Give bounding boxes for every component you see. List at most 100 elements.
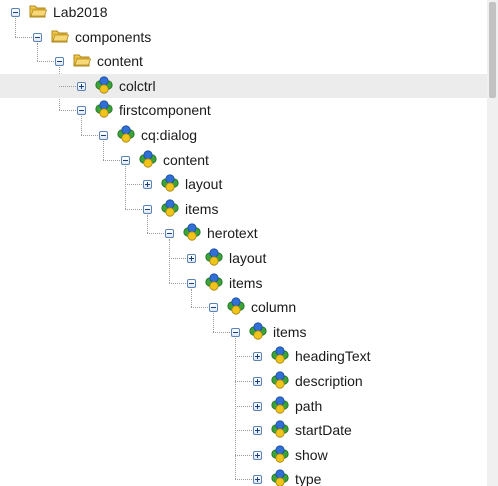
tree-node-16[interactable]: path [0, 394, 487, 418]
tree-guide-line [213, 332, 230, 333]
collapse-icon[interactable] [209, 303, 218, 312]
node-icon [116, 124, 136, 144]
tree-node-label[interactable]: colctrl [119, 78, 156, 94]
node-icon [270, 370, 290, 390]
expand-icon[interactable] [253, 352, 262, 361]
collapse-icon[interactable] [231, 328, 240, 337]
tree-guide-line [213, 313, 214, 332]
collapse-icon[interactable] [33, 33, 42, 42]
tree-node-label[interactable]: layout [229, 250, 267, 266]
tree-node-label[interactable]: description [295, 373, 363, 389]
tree-node-label[interactable]: herotext [207, 225, 258, 241]
tree-node-label[interactable]: Lab2018 [53, 4, 108, 20]
tree-node-label[interactable]: show [295, 447, 328, 463]
tree-guide-line [15, 18, 16, 37]
tree-node-12[interactable]: column [0, 295, 487, 319]
expand-icon[interactable] [77, 82, 86, 91]
collapse-icon[interactable] [165, 229, 174, 238]
tree-node-17[interactable]: startDate [0, 418, 487, 442]
expand-icon[interactable] [143, 180, 152, 189]
tree-node-11[interactable]: items [0, 271, 487, 295]
node-icon [248, 321, 268, 341]
tree-guide-line [235, 430, 252, 431]
tree-guide-line [235, 455, 252, 456]
tree-node-9[interactable]: herotext [0, 221, 487, 245]
tree-guide-line [235, 356, 252, 357]
expand-icon[interactable] [187, 254, 196, 263]
expand-icon[interactable] [253, 426, 262, 435]
tree-node-label[interactable]: components [75, 29, 152, 45]
tree-node-2[interactable]: content [0, 49, 487, 73]
tree-guide-line [235, 381, 252, 382]
tree-node-label[interactable]: items [185, 201, 219, 217]
tree-guide-line [147, 233, 164, 234]
tree-guide-line [147, 215, 148, 233]
tree-guide-line [125, 166, 126, 209]
tree-node-label[interactable]: items [273, 324, 307, 340]
tree-node-7[interactable]: layout [0, 172, 487, 196]
node-icon [160, 173, 180, 193]
node-icon [270, 468, 290, 486]
tree-guide-line [15, 37, 32, 38]
tree-node-label[interactable]: content [163, 152, 209, 168]
tree-node-1[interactable]: components [0, 25, 487, 49]
tree-node-5[interactable]: cq:dialog [0, 123, 487, 147]
tree-node-3[interactable]: colctrl [0, 74, 487, 98]
tree-node-label[interactable]: type [295, 471, 322, 486]
tree-node-4[interactable]: firstcomponent [0, 98, 487, 122]
node-icon [160, 198, 180, 218]
node-icon [270, 444, 290, 464]
tree-guide-line [235, 338, 236, 479]
tree-node-10[interactable]: layout [0, 246, 487, 270]
tree-guide-line [191, 289, 192, 307]
scrollbar-thumb[interactable] [489, 2, 496, 98]
node-icon [204, 272, 224, 292]
node-icon [270, 345, 290, 365]
tree-guide-line [191, 307, 208, 308]
tree-node-label[interactable]: path [295, 398, 323, 414]
tree-node-label[interactable]: content [97, 53, 143, 69]
tree-guide-line [125, 184, 142, 185]
expand-icon[interactable] [253, 402, 262, 411]
expand-icon[interactable] [253, 377, 262, 386]
tree-node-13[interactable]: items [0, 320, 487, 344]
folder-icon [72, 50, 92, 70]
tree-node-15[interactable]: description [0, 369, 487, 393]
tree-guide-line [235, 479, 252, 480]
expand-icon[interactable] [253, 475, 262, 484]
collapse-icon[interactable] [11, 8, 20, 17]
collapse-icon[interactable] [55, 57, 64, 66]
node-icon [94, 99, 114, 119]
collapse-icon[interactable] [99, 131, 108, 140]
tree-node-label[interactable]: headingText [295, 348, 371, 364]
tree-node-label[interactable]: layout [185, 176, 223, 192]
collapse-icon[interactable] [187, 279, 196, 288]
node-icon [270, 419, 290, 439]
tree-guide-line [103, 160, 120, 161]
tree-node-19[interactable]: type [0, 467, 487, 486]
tree-node-6[interactable]: content [0, 148, 487, 172]
tree-node-8[interactable]: items [0, 197, 487, 221]
tree-node-14[interactable]: headingText [0, 344, 487, 368]
tree-guide-line [81, 116, 82, 135]
expand-icon[interactable] [253, 451, 262, 460]
tree-node-label[interactable]: startDate [295, 422, 352, 438]
tree-guide-line [59, 86, 76, 87]
vertical-scrollbar[interactable] [487, 0, 498, 486]
collapse-icon[interactable] [77, 106, 86, 115]
collapse-icon[interactable] [143, 205, 152, 214]
node-icon [204, 247, 224, 267]
tree-node-label[interactable]: column [251, 299, 297, 315]
tree-node-0[interactable]: Lab2018 [0, 0, 487, 24]
tree-node-label[interactable]: firstcomponent [119, 102, 211, 118]
tree-guide-line [59, 110, 76, 111]
tree-node-label[interactable]: items [229, 275, 263, 291]
tree-guide-line [125, 209, 142, 210]
node-icon [138, 149, 158, 169]
node-icon [226, 296, 246, 316]
tree-node-label[interactable]: cq:dialog [141, 127, 198, 143]
tree-guide-line [169, 283, 186, 284]
collapse-icon[interactable] [121, 156, 130, 165]
tree-guide-line [37, 61, 54, 62]
tree-node-18[interactable]: show [0, 443, 487, 467]
